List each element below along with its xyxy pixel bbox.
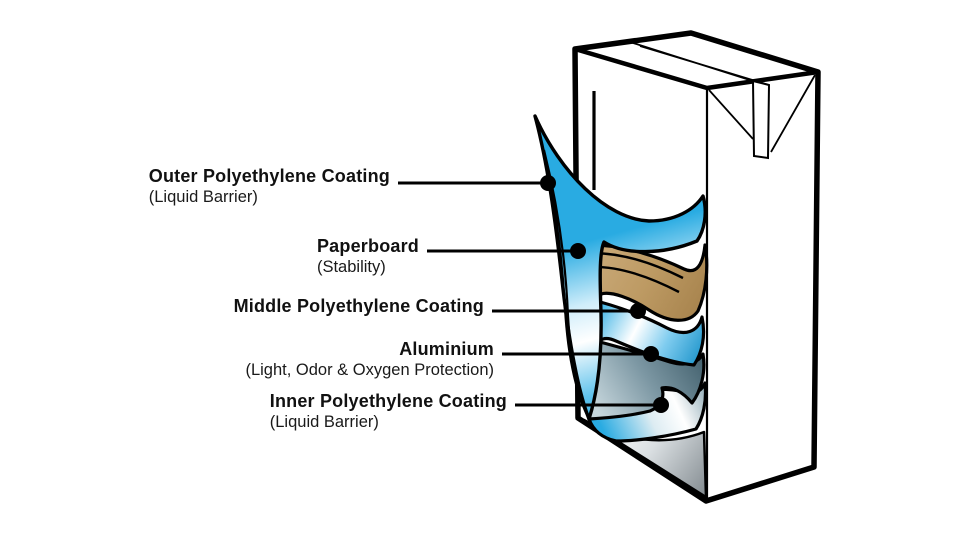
layer-sublabel: (Stability) bbox=[316, 258, 386, 276]
leader-dots bbox=[540, 175, 669, 413]
layer-sublabel: (Light, Odor & Oxygen Protection) bbox=[245, 361, 494, 379]
layer-label: Outer Polyethylene Coating bbox=[148, 166, 390, 186]
leader-lines bbox=[398, 181, 661, 407]
leader-dot-middle bbox=[630, 303, 646, 319]
label-outer-polyethylene: Outer Polyethylene Coating (Liquid Barri… bbox=[149, 165, 390, 208]
leader-dot-inner bbox=[653, 397, 669, 413]
label-aluminium: Aluminium (Light, Odor & Oxygen Protecti… bbox=[245, 338, 494, 381]
layer-outer-polyethylene bbox=[533, 114, 707, 421]
carton-top-seam-lines bbox=[629, 41, 770, 86]
label-paperboard: Paperboard (Stability) bbox=[317, 235, 419, 278]
carton-seam-tab bbox=[751, 79, 771, 160]
label-inner-polyethylene: Inner Polyethylene Coating (Liquid Barri… bbox=[270, 390, 507, 433]
layer-label: Inner Polyethylene Coating bbox=[269, 391, 507, 411]
leader-dot-paperboard bbox=[570, 243, 586, 259]
layer-sublabel: (Liquid Barrier) bbox=[269, 413, 379, 431]
label-middle-polyethylene: Middle Polyethylene Coating bbox=[234, 295, 484, 317]
layer-label: Paperboard bbox=[316, 236, 419, 256]
layer-sublabel: (Liquid Barrier) bbox=[148, 188, 258, 206]
layer-label: Aluminium bbox=[399, 339, 494, 359]
leader-dot-aluminium bbox=[643, 346, 659, 362]
layer-label: Middle Polyethylene Coating bbox=[233, 296, 484, 316]
carton-fold-triangle-lines bbox=[708, 74, 816, 153]
leader-dot-outer bbox=[540, 175, 556, 191]
